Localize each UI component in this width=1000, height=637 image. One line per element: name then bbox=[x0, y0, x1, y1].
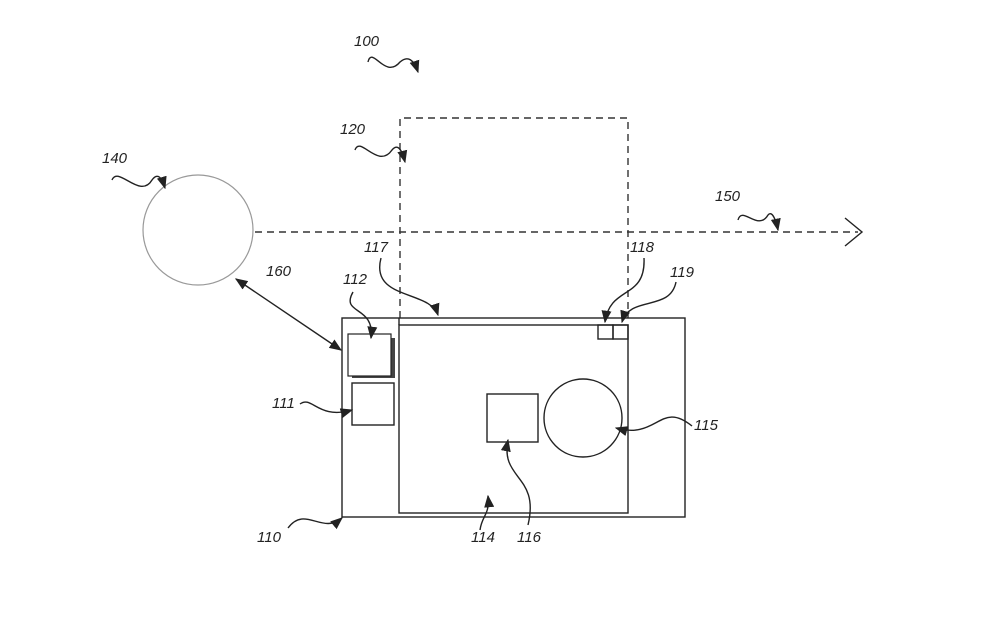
leader-110 bbox=[287, 517, 343, 530]
label-100: 100 bbox=[354, 33, 380, 50]
link-arrow-160 bbox=[234, 278, 343, 351]
direction-arrowhead bbox=[844, 217, 864, 247]
leader-112 bbox=[349, 291, 378, 340]
label-160: 160 bbox=[266, 263, 292, 280]
label-114: 114 bbox=[471, 529, 495, 546]
object-circle-140 bbox=[142, 174, 254, 286]
label-112: 112 bbox=[343, 271, 368, 288]
leader-115 bbox=[614, 416, 693, 436]
sensor-118 bbox=[597, 324, 614, 340]
field-of-view-120 bbox=[399, 117, 629, 318]
label-116: 116 bbox=[517, 529, 542, 546]
sensor-119 bbox=[612, 324, 629, 340]
label-110: 110 bbox=[257, 529, 282, 546]
label-119: 119 bbox=[670, 264, 695, 281]
component-111 bbox=[351, 382, 395, 426]
label-117: 117 bbox=[364, 239, 389, 256]
label-150: 150 bbox=[715, 188, 741, 205]
leader-118 bbox=[601, 257, 645, 324]
leader-120 bbox=[354, 145, 408, 164]
label-140: 140 bbox=[102, 150, 128, 167]
display-area-114 bbox=[398, 324, 629, 514]
leader-119 bbox=[620, 281, 677, 324]
leader-140 bbox=[111, 175, 167, 190]
circle-element-115 bbox=[543, 378, 623, 458]
leader-114 bbox=[479, 494, 495, 531]
leader-111 bbox=[299, 401, 354, 419]
label-115: 115 bbox=[694, 417, 719, 434]
square-element-116 bbox=[486, 393, 539, 443]
leader-117 bbox=[378, 257, 440, 317]
component-112 bbox=[347, 333, 392, 377]
label-111: 111 bbox=[272, 395, 295, 412]
leader-150 bbox=[737, 213, 781, 232]
leader-100 bbox=[367, 56, 420, 74]
leader-116 bbox=[500, 438, 531, 526]
label-120: 120 bbox=[340, 121, 366, 138]
label-118: 118 bbox=[630, 239, 655, 256]
